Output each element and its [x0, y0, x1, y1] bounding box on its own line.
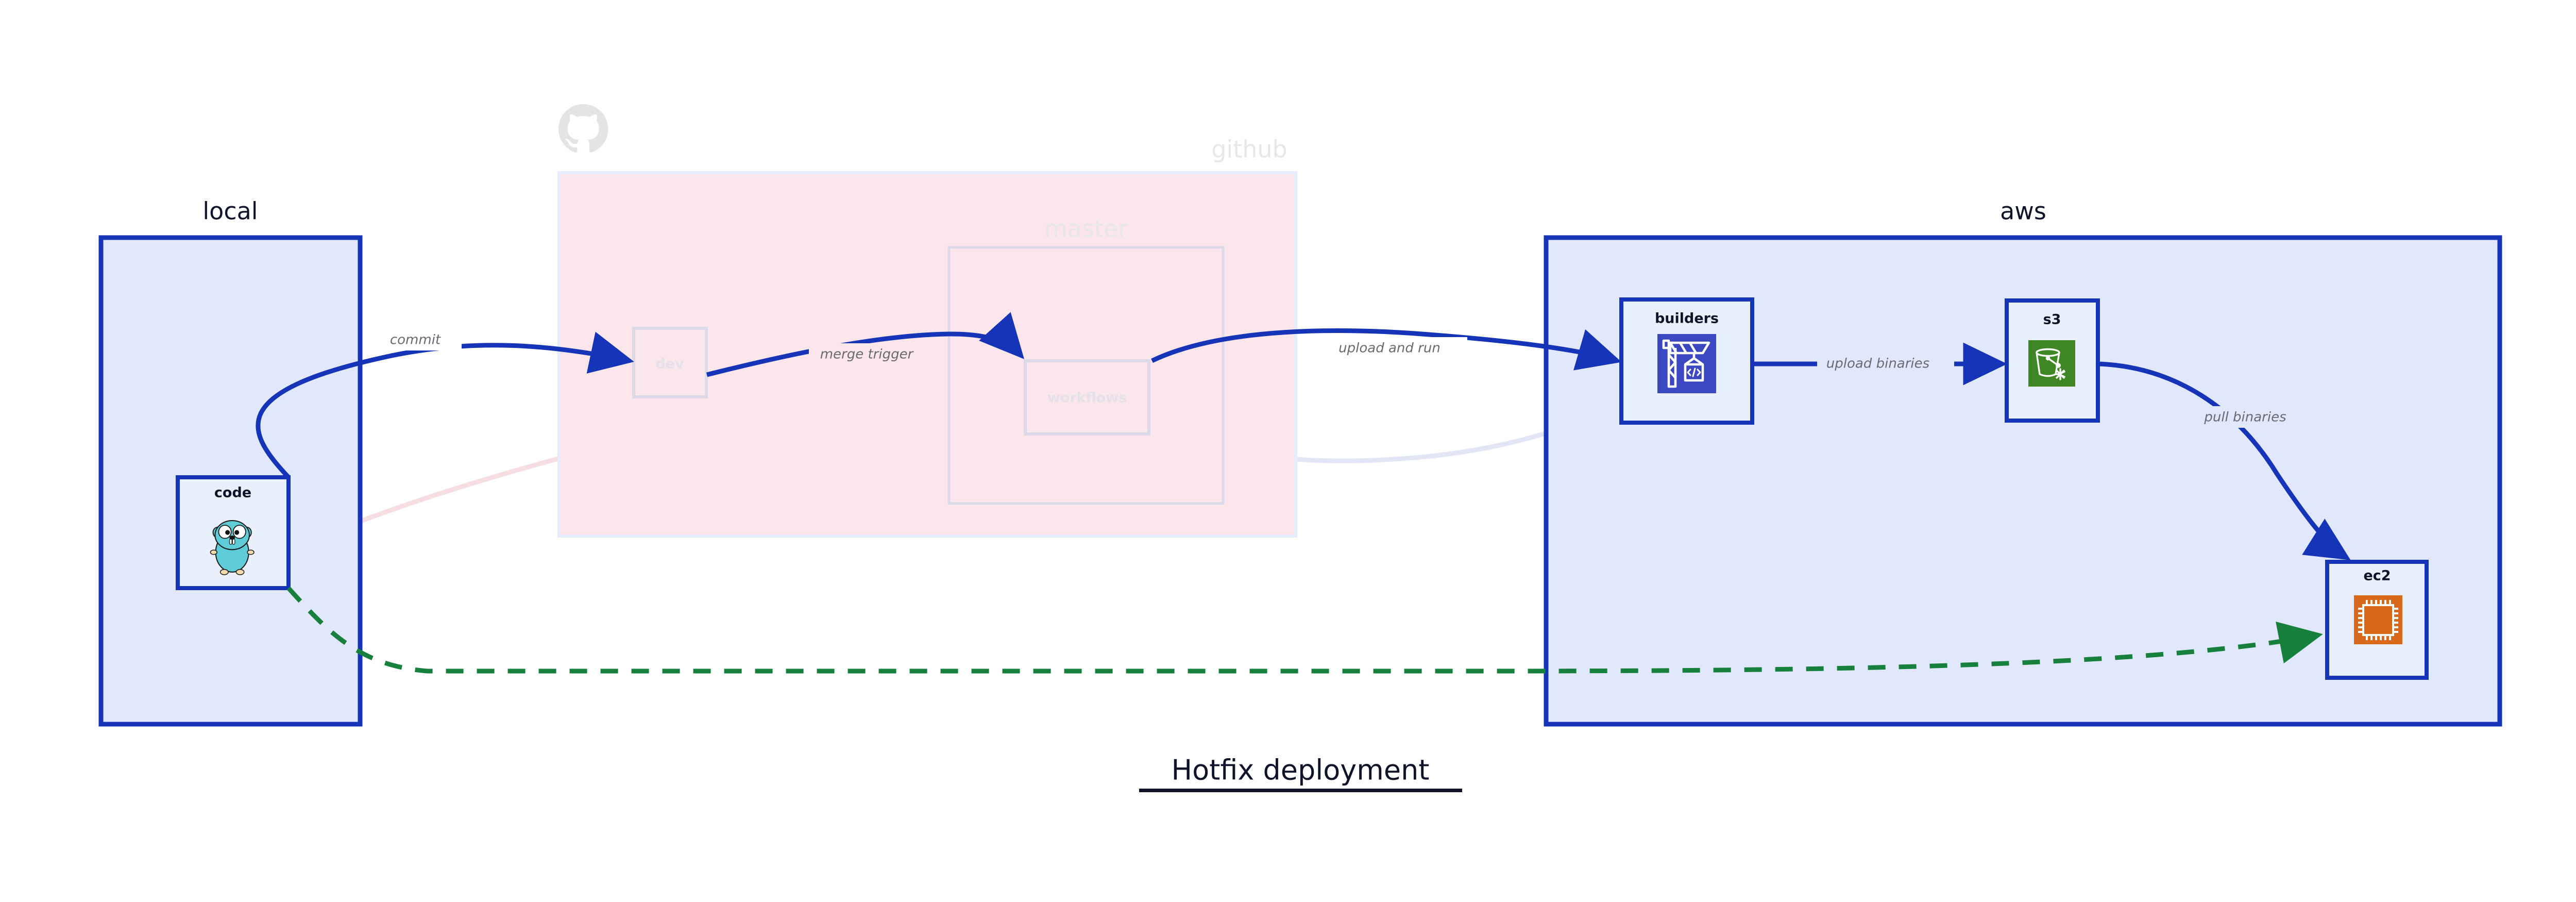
node-workflows[interactable]: workflows — [1024, 359, 1150, 436]
edge-commit — [256, 331, 634, 479]
edge-label-commit: commit — [390, 332, 441, 348]
cluster-aws-label: aws — [2000, 197, 2046, 225]
node-workflows-label: workflows — [1047, 390, 1127, 406]
edge-hotfix-direct-deploy — [286, 586, 2323, 674]
cluster-github-label: github — [1211, 136, 1287, 163]
cluster-master-label: master — [1044, 215, 1128, 243]
node-s3[interactable]: s3 — [2005, 298, 2100, 423]
edge-label-merge-trigger: merge trigger — [820, 347, 914, 362]
diagram-title-group: Hotfix deployment — [1139, 754, 1462, 792]
edge-pull-binaries — [2098, 361, 2351, 560]
node-code-label: code — [214, 485, 251, 501]
node-workflows-box[interactable] — [1024, 359, 1150, 436]
node-s3-label: s3 — [2043, 312, 2061, 328]
edge-label-upload-binaries: upload binaries — [1826, 356, 1929, 372]
edge-label-merge-trigger-group: merge trigger — [809, 343, 930, 365]
node-ec2-box[interactable] — [2325, 560, 2429, 680]
edge-merge-trigger — [706, 312, 1025, 377]
cluster-local-label: local — [202, 197, 258, 225]
github-octocat-icon — [558, 104, 608, 153]
edge-label-upload-binaries-group: upload binaries — [1817, 353, 1954, 374]
aws-codebuild-icon — [1657, 334, 1716, 393]
page-title: Hotfix deployment — [1172, 754, 1430, 787]
cluster-master — [947, 246, 1225, 505]
edge-label-upload-and-run: upload and run — [1338, 341, 1440, 356]
edge-label-pull-binaries: pull binaries — [2204, 410, 2286, 425]
node-code[interactable]: code — [176, 475, 291, 590]
node-builders[interactable]: builders — [1619, 297, 1754, 425]
page-title-underline — [1139, 789, 1462, 792]
aws-ec2-chip-icon — [2354, 595, 2402, 644]
edge-label-upload-and-run-group: upload and run — [1328, 337, 1467, 359]
node-ec2-label: ec2 — [2363, 568, 2391, 584]
edge-label-pull-binaries-group: pull binaries — [2187, 406, 2307, 428]
node-builders-label: builders — [1655, 311, 1719, 327]
node-dev-label: dev — [655, 356, 684, 372]
node-ec2[interactable]: ec2 — [2325, 560, 2429, 680]
edge-upload-and-run — [1151, 328, 1622, 371]
aws-s3-bucket-icon — [2028, 340, 2075, 387]
go-gopher-icon — [210, 520, 255, 575]
edge-label-commit-group: commit — [385, 329, 462, 350]
